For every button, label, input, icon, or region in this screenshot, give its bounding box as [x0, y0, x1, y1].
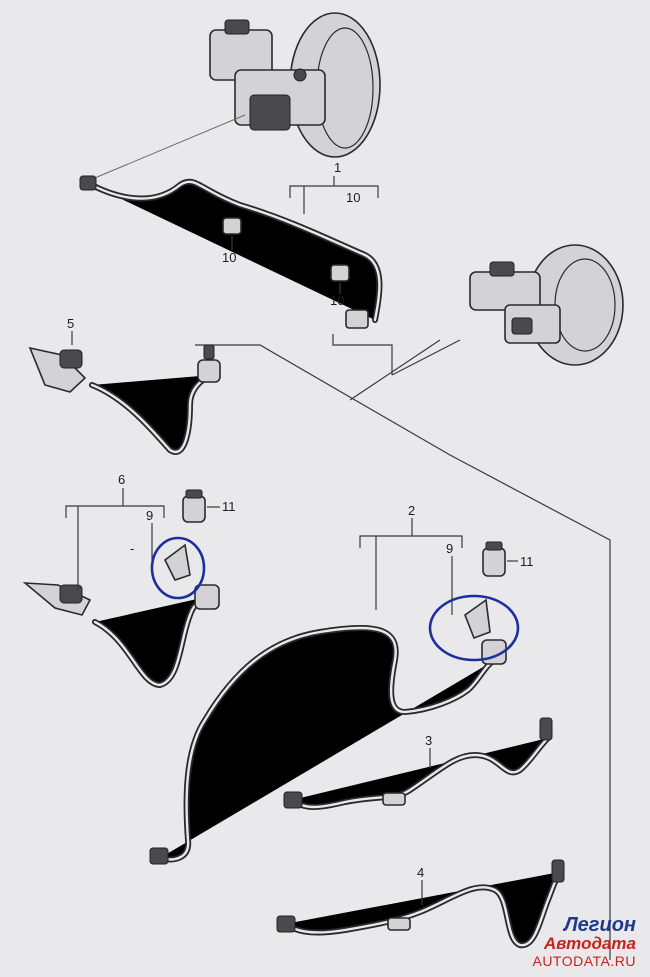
brake-hose-5: [28, 344, 221, 452]
callout-10-right: 10: [330, 293, 344, 308]
connector-b: [195, 344, 611, 960]
callout-10-top: 10: [346, 190, 360, 205]
bracket-2: [359, 535, 463, 548]
callout-9-left: 9: [146, 508, 153, 523]
brake-pipe-2: [149, 628, 507, 865]
watermark-logo: Легион Автодата AUTODATA.RU: [496, 915, 636, 969]
watermark-url: AUTODATA.RU: [532, 953, 636, 969]
brake-pipe-4: [276, 859, 565, 945]
brake-pipe-1: [79, 175, 379, 329]
callout-6: 6: [118, 472, 125, 487]
callout-9-right: 9: [446, 541, 453, 556]
bleed-cap-11a: [182, 489, 206, 523]
bracket-9a: [163, 543, 191, 581]
highlight-ring-right: [428, 594, 520, 662]
watermark-brand: Легион: [563, 914, 636, 936]
clip-10b: [330, 264, 350, 282]
master-cylinder-right: [469, 244, 624, 366]
callout-10-left: 10: [222, 250, 236, 265]
clip-10a: [222, 217, 242, 235]
connector-a: [332, 334, 393, 375]
callout-3: 3: [425, 733, 432, 748]
brake-hose-6: [22, 582, 220, 685]
master-cylinder-top: [209, 12, 381, 158]
watermark-brand-sub: Автодата: [543, 934, 636, 953]
callout-2: 2: [408, 503, 415, 518]
highlight-ring-left: [150, 536, 206, 600]
bracket-9b: [464, 598, 491, 640]
callout-5: 5: [67, 316, 74, 331]
callout-4: 4: [417, 865, 424, 880]
bracket-1: [289, 185, 379, 198]
callout-1: 1: [334, 160, 341, 175]
brake-pipe-3: [283, 717, 553, 808]
bracket-6: [65, 505, 165, 518]
callout-11-right: 11: [520, 554, 534, 569]
bleed-cap-11b: [482, 541, 506, 577]
leader-line: [89, 114, 246, 181]
callout-11-left: 11: [222, 499, 236, 514]
callout-dash: -: [130, 541, 134, 556]
